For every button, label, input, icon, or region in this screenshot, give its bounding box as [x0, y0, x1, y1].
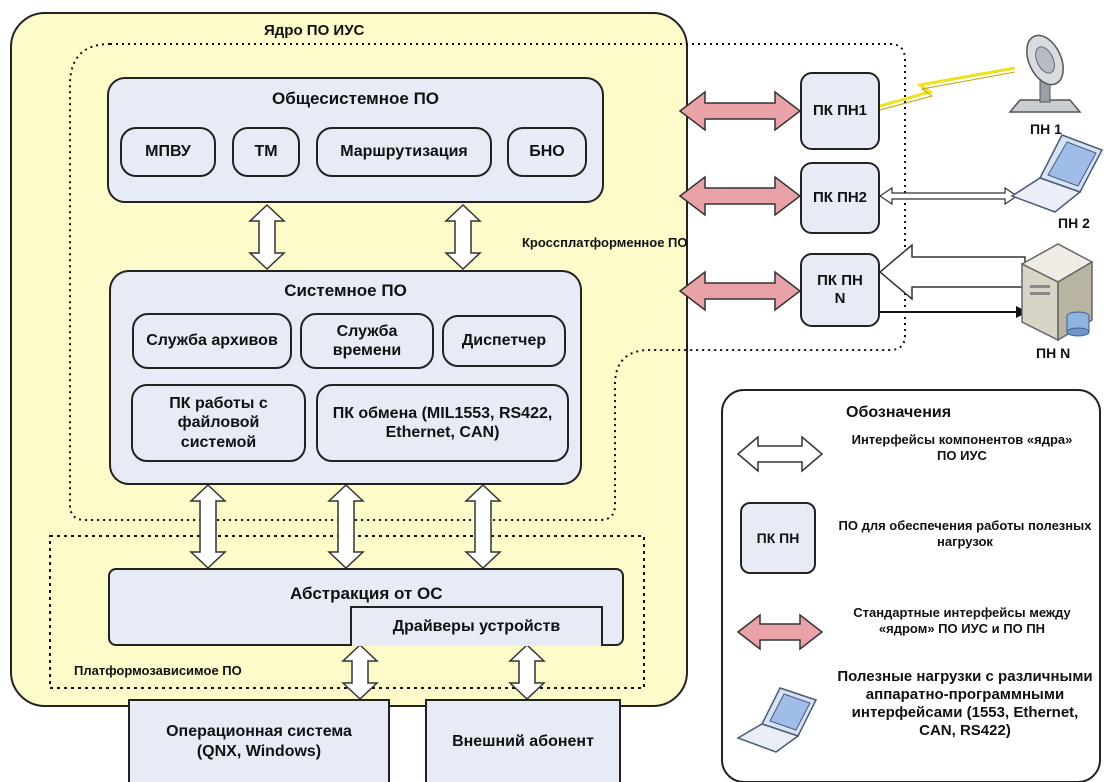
- payload-label-n: ПН N: [1036, 345, 1071, 361]
- lightning-link-1: [879, 66, 1016, 108]
- line-arrow-n: [880, 306, 1028, 318]
- pink-double-arrow-icon: [736, 613, 824, 651]
- hollow-arrow-general-system-1: [248, 203, 286, 271]
- core-title: Ядро ПО ИУС: [264, 22, 365, 39]
- module-routing: Маршрутизация: [316, 127, 492, 177]
- hollow-double-arrow-icon: [736, 435, 824, 473]
- external-subscriber-box: Внешний абонент: [425, 699, 621, 782]
- legend-text-payload-sw: ПО для обеспечения работы полезных нагру…: [838, 518, 1092, 549]
- payload-label-2: ПН 2: [1058, 215, 1090, 231]
- module-mpvu: МПВУ: [120, 127, 216, 177]
- crossplatform-label: Кроссплатформенное ПО: [522, 235, 688, 250]
- os-box: Операционная система (QNX, Windows): [128, 699, 390, 782]
- payload-sw-box-icon: ПК ПН: [740, 502, 816, 574]
- laptop-icon: [1010, 134, 1104, 213]
- pink-arrow-2: [678, 175, 802, 217]
- system-sw-title: Системное ПО: [284, 281, 407, 300]
- dispatcher: Диспетчер: [442, 315, 566, 367]
- lightning-link-1-edge: [879, 71, 1016, 111]
- hollow-arrow-general-system-2: [444, 203, 482, 271]
- legend-container: [721, 389, 1101, 782]
- exchange-package: ПК обмена (MIL1553, RS422, Ethernet, CAN…: [316, 384, 569, 462]
- hollow-thin-arrow-2: [878, 186, 1019, 206]
- payload-sw-1: ПК ПН1: [800, 72, 880, 150]
- server-icon: [1020, 243, 1094, 342]
- satellite-dish-icon: [1008, 34, 1082, 113]
- payload-sw-n: ПК ПН N: [800, 253, 880, 327]
- pink-arrow-n: [678, 270, 802, 312]
- fs-package: ПК работы с файловой системой: [131, 384, 306, 462]
- wide-hollow-arrow-n: [878, 243, 1026, 301]
- abstraction-title: Абстракция от ОС: [290, 584, 443, 603]
- legend-laptop-icon: [736, 687, 818, 753]
- payload-sw-2: ПК ПН2: [800, 162, 880, 234]
- platform-dependent-label: Платформозависимое ПО: [74, 663, 242, 678]
- service-time: Служба времени: [300, 313, 434, 369]
- payload-label-1: ПН 1: [1030, 121, 1062, 137]
- legend-text-standard-interfaces: Стандартные интерфейсы между «ядром» ПО …: [853, 605, 1071, 636]
- legend-text-core-interfaces: Интерфейсы компонентов «ядра» ПО ИУС: [851, 432, 1073, 463]
- pink-arrow-1: [678, 90, 802, 132]
- device-drivers: Драйверы устройств: [350, 606, 603, 646]
- legend-title: Обозначения: [846, 404, 952, 421]
- legend-text-payloads: Полезные нагрузки с различными аппаратно…: [837, 668, 1093, 739]
- general-sw-title: Общесистемное ПО: [271, 89, 440, 108]
- module-tm: ТМ: [232, 127, 300, 177]
- module-bno: БНО: [507, 127, 587, 177]
- service-archive: Служба архивов: [132, 313, 292, 369]
